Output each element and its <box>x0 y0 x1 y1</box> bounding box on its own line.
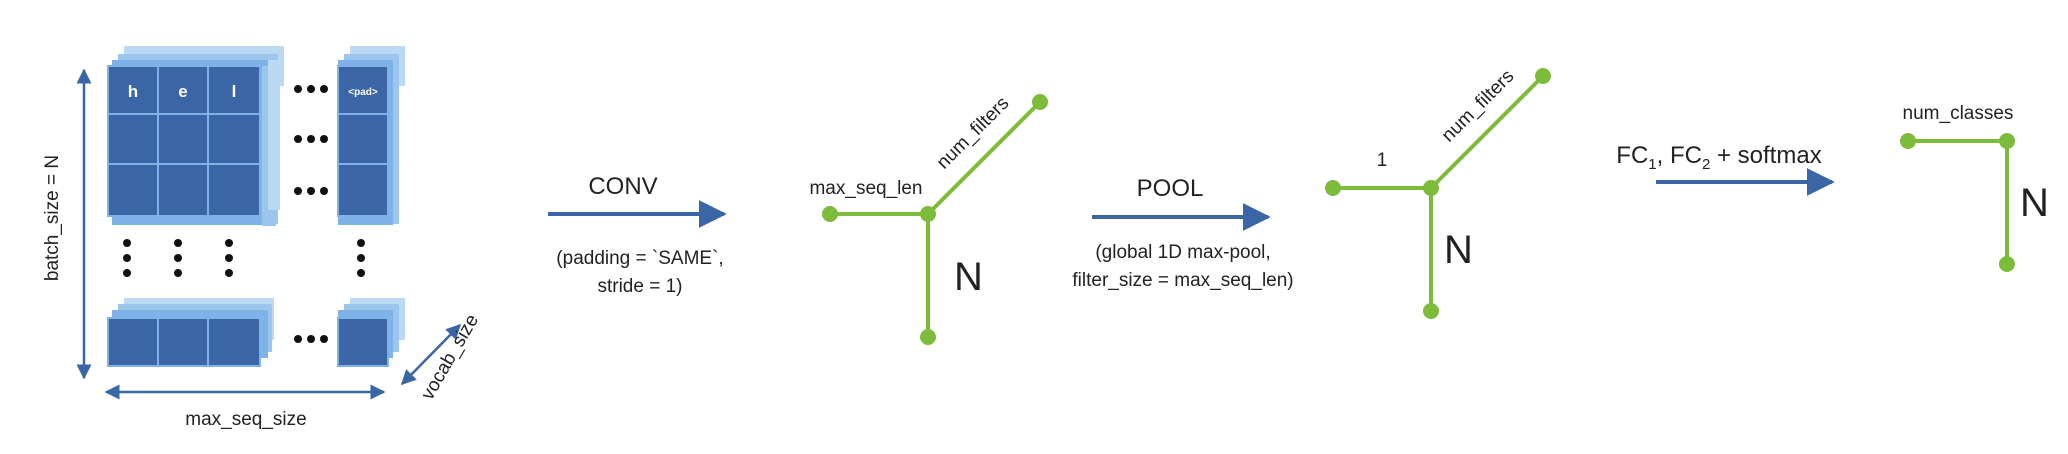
vertical-ellipsis-dots <box>123 239 365 277</box>
input-grid-top <box>107 65 389 217</box>
pool-note-line2: filter_size = max_seq_len) <box>1072 270 1293 291</box>
input-tensor: h e l <pad> <box>42 46 483 430</box>
fc-output-classes-label: num_classes <box>1903 103 2014 124</box>
fc-step: FC1, FC2 + softmax <box>1616 142 1835 196</box>
fc-output-tensor: num_classes N <box>1900 103 2049 272</box>
input-pad-token: <pad> <box>348 87 378 98</box>
conv-note-line2: stride = 1) <box>597 276 682 297</box>
pool-note-line1: (global 1D max-pool, <box>1095 242 1270 263</box>
fc-output-n-label: N <box>2020 181 2049 225</box>
pool-output-filters-label: num_filters <box>1438 66 1519 147</box>
pool-output-n-label: N <box>1444 228 1473 272</box>
pool-title: POOL <box>1137 175 1204 202</box>
fc-title: FC1, FC2 + softmax <box>1616 142 1821 173</box>
conv-output-n-label: N <box>954 255 983 299</box>
seq-size-label: max_seq_size <box>185 409 306 430</box>
horizontal-ellipsis-dots <box>294 85 328 343</box>
input-char-h: h <box>128 82 138 101</box>
pool-output-one-label: 1 <box>1377 150 1388 171</box>
pool-step: POOL (global 1D max-pool, filter_size = … <box>1072 175 1293 291</box>
pool-output-tensor: 1 num_filters N <box>1325 66 1551 319</box>
conv-output-tensor: max_seq_len num_filters N <box>809 93 1048 345</box>
vocab-size-dimension-arrow <box>400 323 462 386</box>
conv-output-seq-label: max_seq_len <box>809 178 922 199</box>
batch-size-label: batch_size = N <box>42 155 63 281</box>
conv-note-line1: (padding = `SAME`, <box>556 248 723 269</box>
input-char-e: e <box>178 82 187 101</box>
input-grid-bottom <box>107 317 389 367</box>
conv-title: CONV <box>588 173 657 200</box>
input-char-l: l <box>232 82 237 101</box>
conv-output-filters-label: num_filters <box>933 93 1014 174</box>
conv-step: CONV (padding = `SAME`, stride = 1) <box>548 173 727 297</box>
